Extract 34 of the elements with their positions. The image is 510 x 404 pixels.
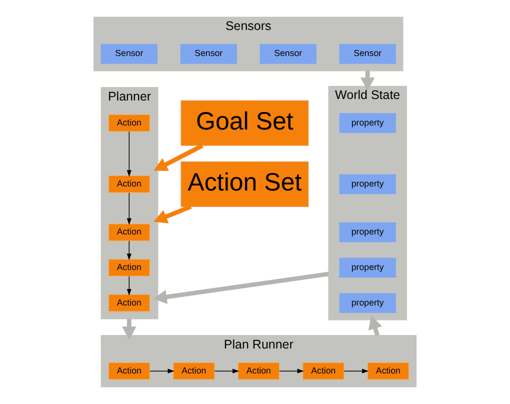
node-box: Action xyxy=(108,258,150,277)
arrow xyxy=(153,272,329,304)
node-box: Sensor xyxy=(260,44,316,64)
node-box: Sensor xyxy=(180,44,237,64)
node-box: Action xyxy=(367,362,410,380)
arrow xyxy=(368,315,382,336)
node-box: property xyxy=(339,222,396,242)
node-box: Action xyxy=(108,294,150,312)
node-box: Sensor xyxy=(100,44,158,64)
node-box: property xyxy=(339,113,396,133)
node-box: Action xyxy=(172,362,215,380)
arrow xyxy=(126,240,132,260)
arrow xyxy=(214,368,240,374)
node-box: Action xyxy=(238,362,280,380)
node-box: Sensor xyxy=(339,44,396,64)
node-box: Action xyxy=(108,224,150,242)
arrow xyxy=(153,204,192,224)
arrow xyxy=(126,276,132,296)
arrow xyxy=(126,192,132,225)
node-box: Action xyxy=(302,362,344,380)
arrow xyxy=(122,318,136,340)
arrow xyxy=(279,368,304,374)
node-box: property xyxy=(339,293,396,313)
node-box: Goal Set xyxy=(180,100,309,146)
arrow xyxy=(344,368,369,374)
arrow xyxy=(154,144,204,171)
arrow xyxy=(126,131,132,177)
node-box: Action xyxy=(108,114,150,132)
node-box: property xyxy=(339,174,396,194)
node-box: Action xyxy=(108,362,150,380)
node-box: Action xyxy=(108,175,150,193)
node-box: property xyxy=(339,258,396,278)
node-box: Action Set xyxy=(180,161,309,207)
arrow xyxy=(150,368,174,374)
